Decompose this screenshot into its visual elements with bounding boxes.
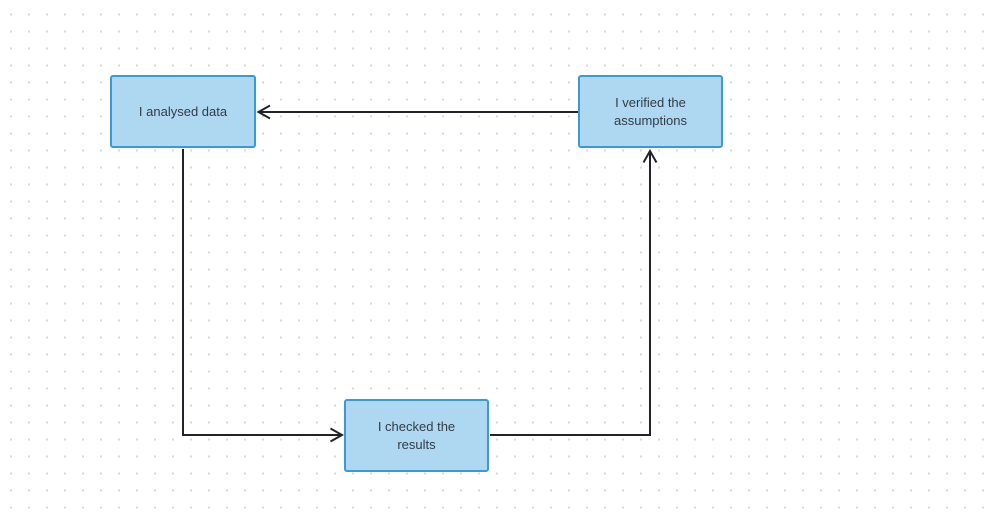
connector-analysed-to-checked[interactable] (182, 149, 345, 443)
node-label: I verified the assumptions (614, 94, 687, 128)
arrowhead-right-icon (330, 427, 345, 443)
arrowhead-up-icon (642, 148, 658, 163)
node-checked-results[interactable]: I checked the results (344, 399, 489, 472)
arrowhead-left-icon (256, 104, 271, 120)
node-verified-assumptions[interactable]: I verified the assumptions (578, 75, 723, 148)
connector-checked-to-verified[interactable] (490, 148, 658, 436)
node-label: I analysed data (138, 103, 228, 119)
node-label: I checked the results (377, 418, 456, 452)
connector-verified-to-analysed[interactable] (256, 104, 579, 120)
connector-line[interactable] (182, 149, 341, 436)
connector-line[interactable] (490, 152, 651, 436)
node-analysed-data[interactable]: I analysed data (110, 75, 256, 148)
